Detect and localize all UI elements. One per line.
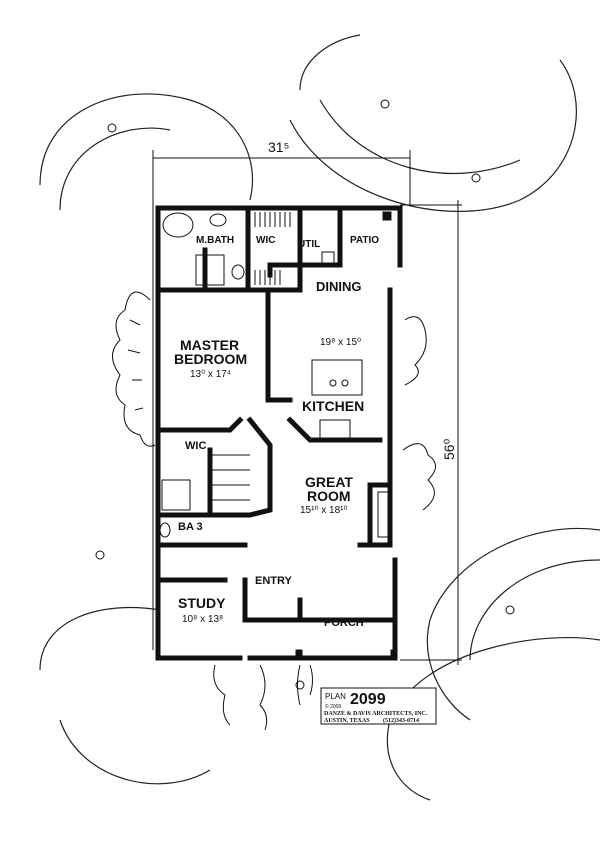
study-dims: 10⁸ x 13⁸: [182, 614, 223, 625]
room-ba3: BA 3: [178, 521, 203, 533]
master-bedroom-dims: 13⁰ x 17⁴: [190, 369, 231, 380]
firm-name: DANZE & DAVIS ARCHITECTS, INC.: [324, 711, 428, 717]
room-great-room-line2: ROOM: [307, 488, 351, 504]
copyright: © 2009: [325, 703, 341, 710]
overall-depth-label: 56⁰: [441, 438, 457, 460]
room-kitchen: KITCHEN: [302, 398, 364, 414]
firm-phone: (512)343-0714: [383, 717, 419, 724]
room-porch: PORCH: [324, 617, 364, 629]
dimension-lines: [152, 150, 462, 665]
firm-city: AUSTIN, TEXAS: [324, 718, 370, 724]
room-wic-2: WIC: [185, 440, 206, 452]
overall-width-label: 31⁵: [268, 139, 289, 155]
room-dining: DINING: [316, 279, 362, 294]
room-great-room-line1: GREAT: [305, 474, 353, 490]
room-study: STUDY: [178, 595, 226, 611]
plan-label: PLAN: [325, 692, 346, 701]
room-patio: PATIO: [350, 235, 379, 246]
room-entry: ENTRY: [255, 575, 293, 587]
plan-number: 2099: [350, 691, 386, 708]
room-util: UTIL: [298, 239, 320, 250]
walls: [155, 205, 403, 661]
room-m-bath: M.BATH: [196, 235, 234, 246]
room-wic-master: WIC: [256, 235, 275, 246]
room-master-bedroom-line2: BEDROOM: [174, 351, 247, 367]
fixtures: [159, 211, 398, 657]
tree-canopies: [39, 34, 600, 801]
room-labels: M.BATH WIC UTIL PATIO DINING 19⁸ x 15⁰ M…: [174, 235, 379, 629]
great-room-dims: 15¹⁰ x 18¹⁰: [300, 505, 347, 516]
title-block: PLAN 2099 © 2009 DANZE & DAVIS ARCHITECT…: [320, 687, 437, 725]
dining-kitchen-dims: 19⁸ x 15⁰: [320, 337, 361, 348]
room-master-bedroom-line1: MASTER: [180, 337, 239, 353]
shrubs: [112, 291, 436, 731]
